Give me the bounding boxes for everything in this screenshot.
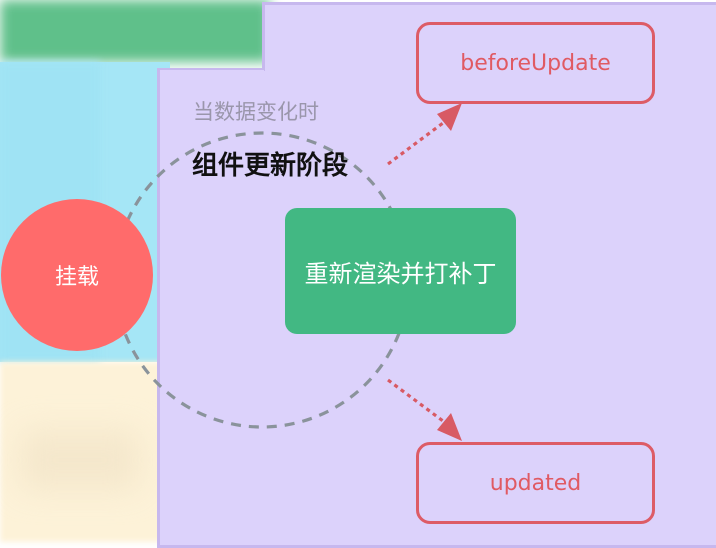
background-green-stripe xyxy=(0,0,270,62)
arrow-to-before-update-head xyxy=(437,103,462,131)
updated-label: updated xyxy=(489,470,582,496)
before-update-label: beforeUpdate xyxy=(460,50,611,76)
background-cream-blur xyxy=(20,430,140,490)
trigger-text: 当数据变化时 xyxy=(193,100,319,124)
panel-seam xyxy=(160,70,264,90)
rerender-label: 重新渲染并打补丁 xyxy=(304,259,497,288)
phase-title: 组件更新阶段 xyxy=(192,151,349,181)
arrow-to-updated-line xyxy=(387,378,448,426)
before-update-hook: beforeUpdate xyxy=(416,22,655,104)
arrow-to-updated-head xyxy=(437,413,462,441)
mount-node: 挂载 xyxy=(1,199,153,351)
arrow-to-before-update-line xyxy=(387,118,448,166)
panel-seam-upper xyxy=(265,68,716,86)
rerender-node: 重新渲染并打补丁 xyxy=(285,208,516,334)
updated-hook: updated xyxy=(416,442,655,524)
mount-label: 挂载 xyxy=(54,265,99,290)
